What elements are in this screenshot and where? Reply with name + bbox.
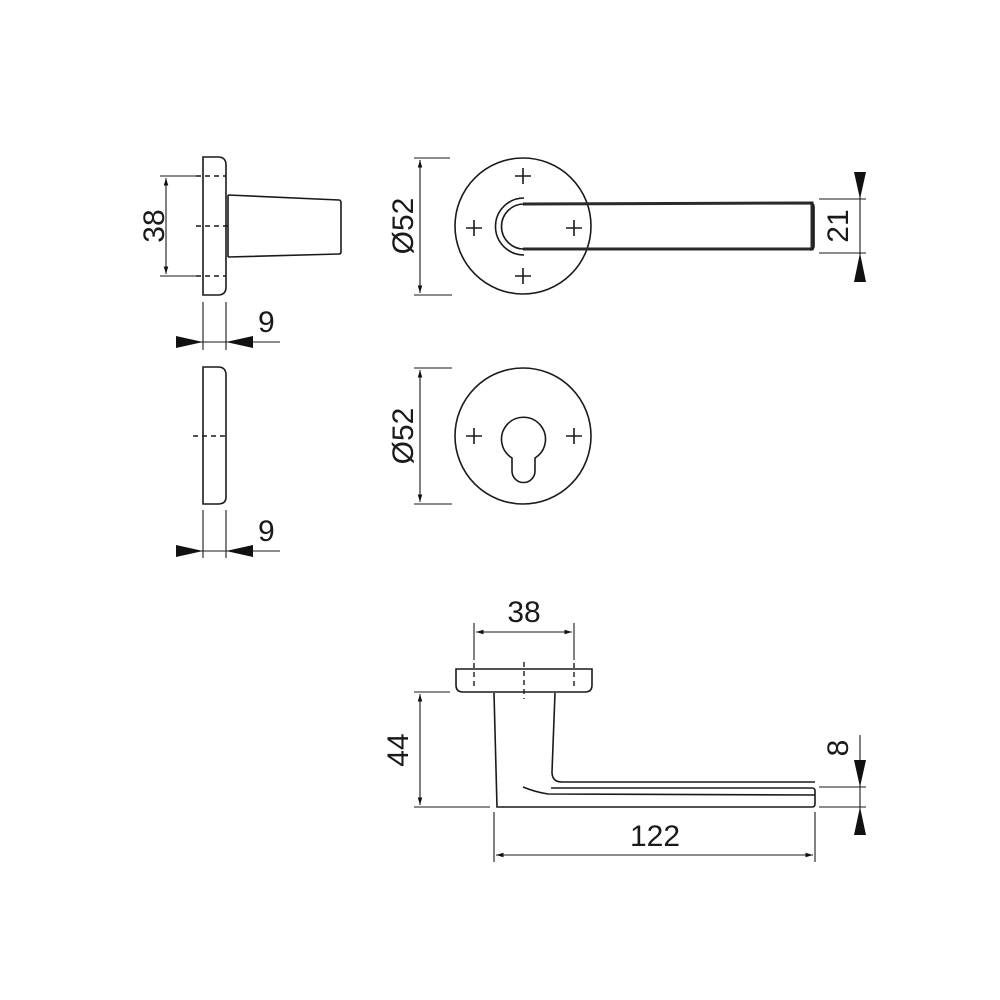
front-rose-handle-view: Ø52 21	[387, 157, 866, 296]
screw-marks	[466, 168, 582, 284]
rose-circle	[454, 157, 592, 295]
dim-lever-width-21: 21	[822, 209, 855, 242]
rose-top-outline	[455, 668, 593, 693]
dim-projection-44: 44	[382, 733, 415, 766]
cylinder-cutout	[500, 416, 547, 484]
rose-side-outline	[202, 156, 227, 296]
dim-diameter-52-escutcheon: Ø52	[387, 408, 420, 465]
top-lever-view: 38 44 122 8	[382, 596, 866, 862]
dim-height-38: 38	[138, 209, 171, 242]
lever-body-outline	[522, 201, 814, 251]
escutcheon-side-outline	[202, 366, 227, 505]
lever-top-outline	[493, 692, 816, 808]
dim-length-122: 122	[630, 820, 680, 853]
dim-lever-thickness-8: 8	[822, 740, 855, 757]
front-escutcheon-view: Ø52	[387, 367, 592, 505]
dim-thickness-9-bottom: 9	[258, 515, 275, 548]
side-rose-handle-view: 38 9	[138, 156, 342, 350]
neck-side-outline	[227, 194, 342, 258]
dim-rose-span-38: 38	[507, 596, 540, 629]
escutcheon-circle	[454, 367, 592, 505]
dim-diameter-52-rose: Ø52	[387, 198, 420, 255]
dim-thickness-9-top: 9	[258, 306, 275, 339]
side-escutcheon-view: 9	[176, 366, 280, 558]
